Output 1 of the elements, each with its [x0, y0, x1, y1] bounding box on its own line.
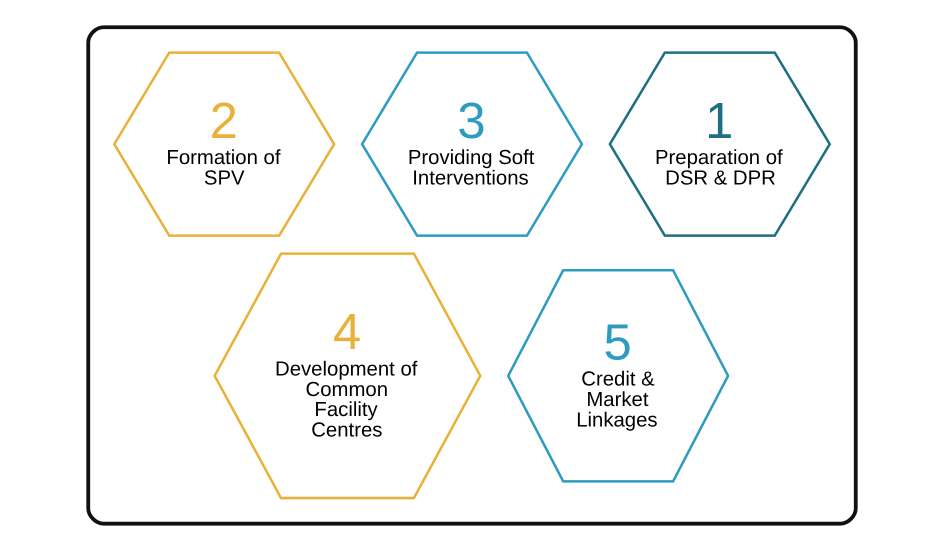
cluster [86, 25, 858, 526]
